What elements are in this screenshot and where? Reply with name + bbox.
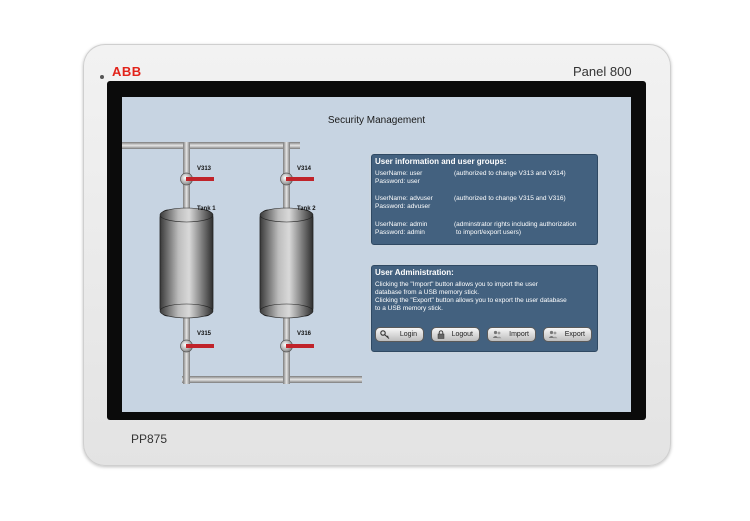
logout-label: Logout: [451, 331, 473, 338]
export-label: Export: [564, 331, 585, 338]
tank-1-label: Tank 1: [197, 206, 216, 212]
group-advuser-username: UserName: advuser: [375, 195, 433, 202]
logout-button[interactable]: Logout: [431, 327, 480, 342]
process-diagram: Tank 1 Tank 2 V313 V314 V315 V316: [122, 142, 362, 384]
group-advuser-note: (authorized to change V315 and V316): [454, 195, 566, 202]
valve-v313[interactable]: [180, 172, 215, 186]
user-admin-panel: User Administration: Clicking the "Impor…: [369, 263, 600, 354]
admin-text-line-1: Clicking the "Import" button allows you …: [375, 281, 538, 288]
valve-v315-label: V315: [197, 331, 212, 337]
brand-logo: ABB: [112, 64, 142, 79]
valve-v314[interactable]: [280, 172, 315, 186]
admin-text-line-3: Clicking the "Export" button allows you …: [375, 297, 567, 304]
page-title: Security Management: [327, 115, 426, 126]
tank-2: [259, 207, 314, 319]
admin-text-line-4: to a USB memory stick.: [375, 305, 443, 312]
user-info-heading: User information and user groups:: [375, 157, 507, 166]
hmi-screen: Security Management: [122, 97, 631, 412]
key-icon: [380, 330, 390, 339]
valve-v316[interactable]: [280, 339, 315, 353]
pipe-bottom: [182, 376, 362, 383]
export-button[interactable]: Export: [543, 327, 592, 342]
tank-2-label: Tank 2: [297, 206, 316, 212]
status-led: [100, 75, 104, 79]
login-label: Login: [399, 331, 417, 338]
group-user-password: Password: user: [375, 178, 420, 185]
users-import-icon: [492, 330, 502, 339]
group-user-note: (authorized to change V313 and V314): [454, 170, 566, 177]
user-admin-heading: User Administration:: [375, 268, 454, 277]
pipe-top: [122, 142, 300, 149]
model-name: Panel 800: [573, 64, 632, 79]
valve-v314-label: V314: [297, 166, 312, 172]
group-admin-note-2: to import/export users): [456, 229, 522, 236]
padlock-icon: [437, 330, 445, 339]
admin-text-line-2: database from a USB memory stick.: [375, 289, 480, 296]
group-user-username: UserName: user: [375, 170, 423, 177]
import-button[interactable]: Import: [487, 327, 536, 342]
import-label: Import: [509, 331, 529, 338]
valve-v316-label: V316: [297, 331, 312, 337]
tank-1: [159, 207, 214, 319]
group-admin-password: Password: admin: [375, 229, 425, 236]
group-admin-username: UserName: admin: [375, 221, 428, 228]
login-button[interactable]: Login: [375, 327, 424, 342]
valve-v315[interactable]: [180, 339, 215, 353]
model-code: PP875: [131, 432, 168, 446]
group-advuser-password: Password: advuser: [375, 203, 431, 210]
group-admin-note: (adminstrator rights including authoriza…: [454, 221, 577, 228]
user-info-panel: User information and user groups: UserNa…: [369, 152, 600, 247]
users-export-icon: [548, 330, 558, 339]
valve-v313-label: V313: [197, 166, 212, 172]
